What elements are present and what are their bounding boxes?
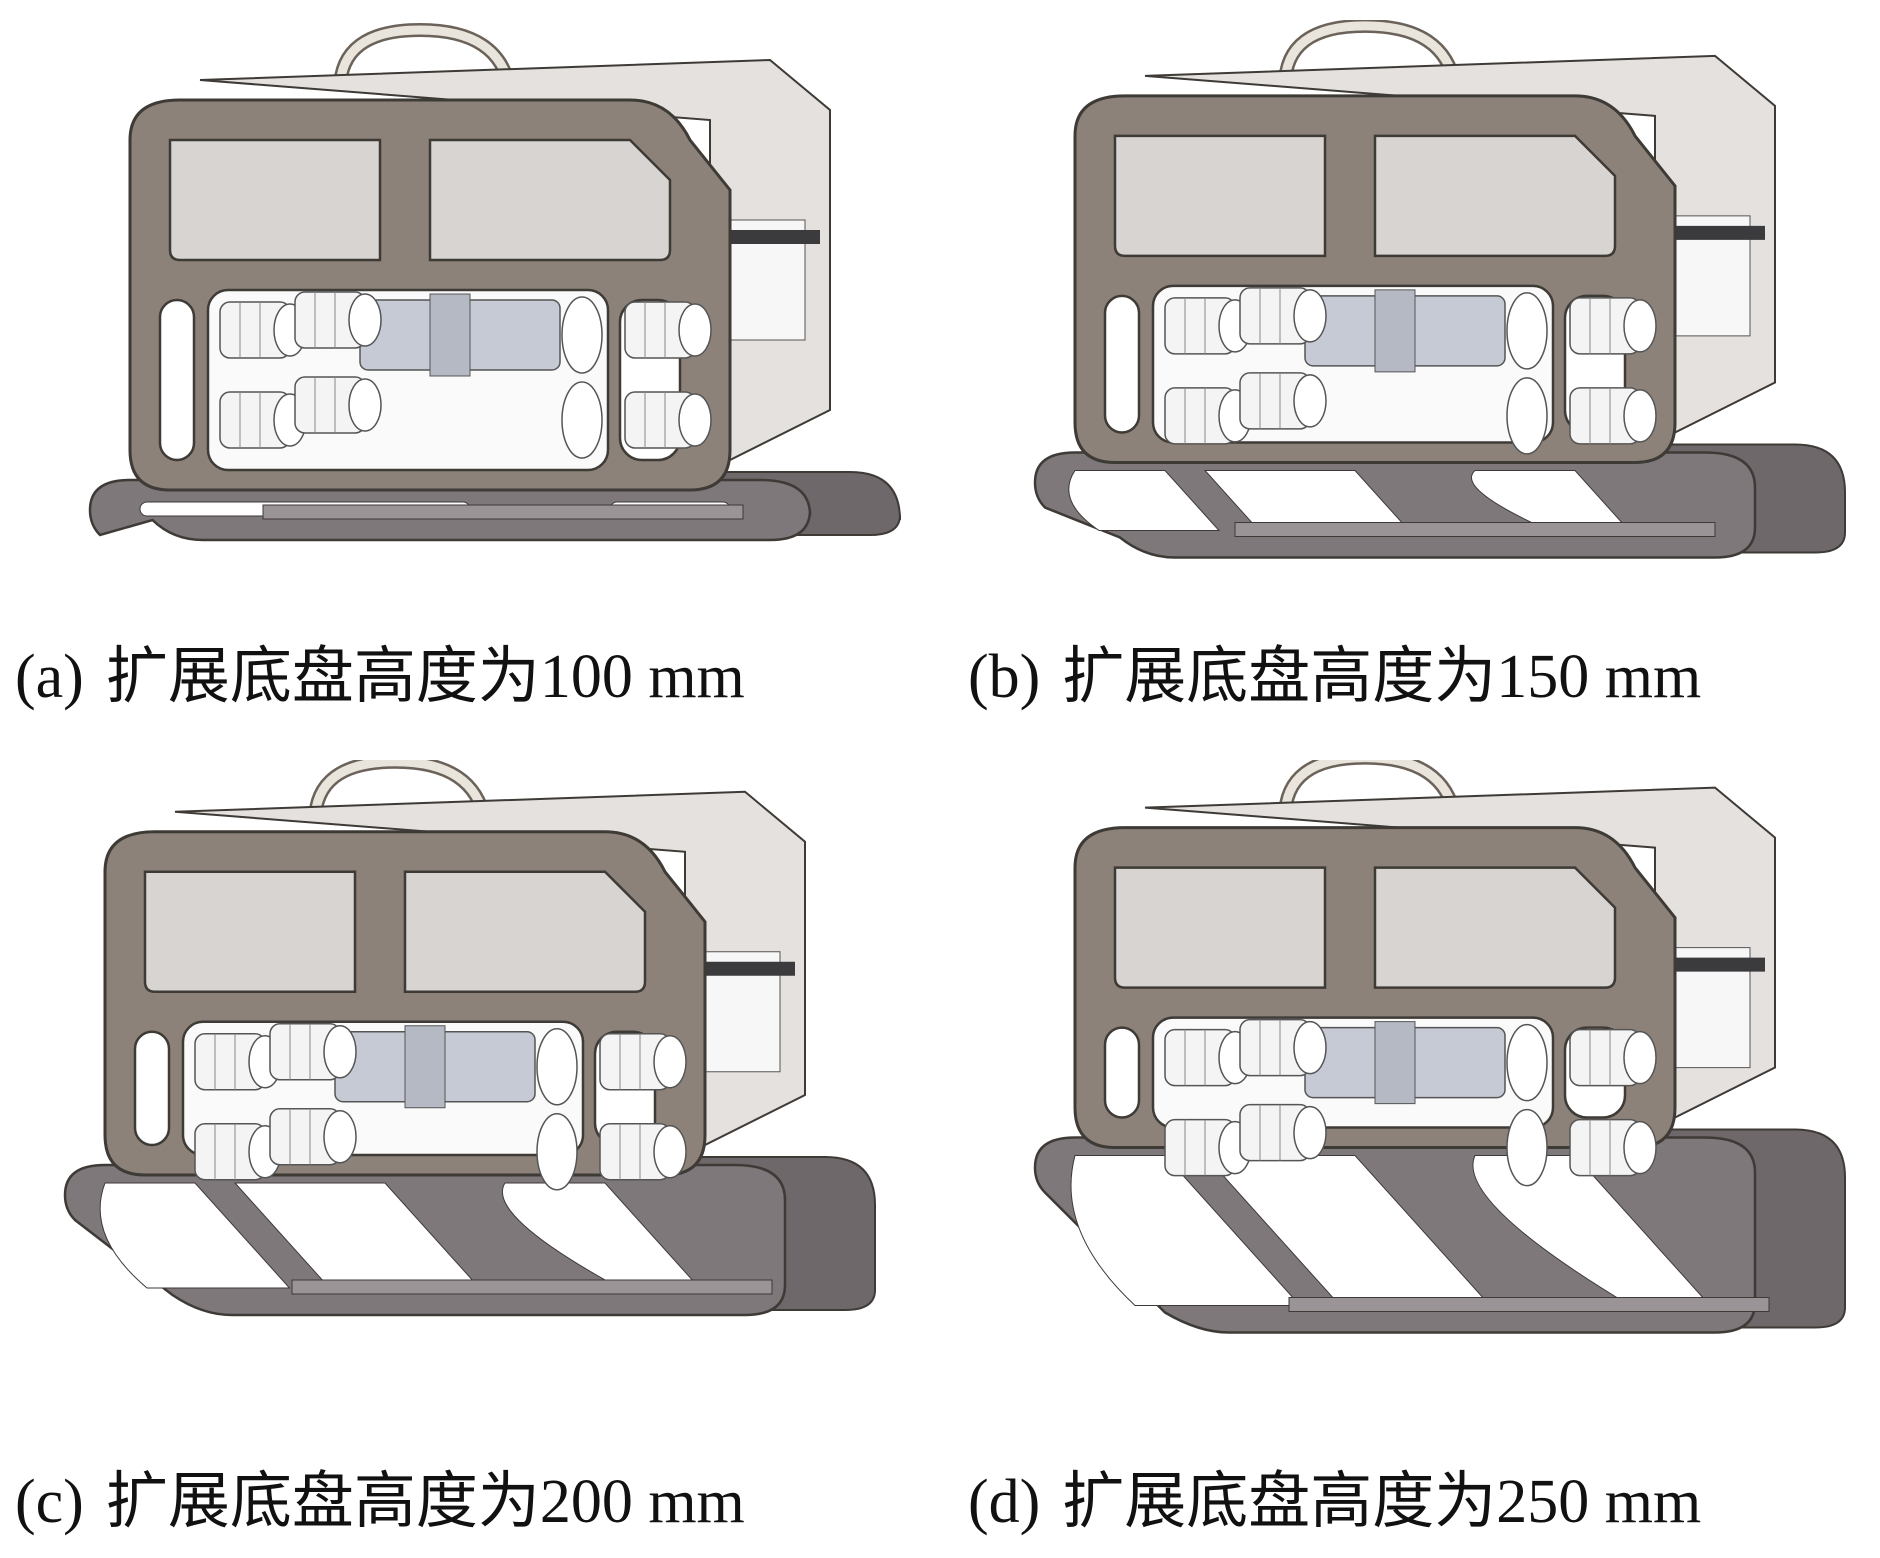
handle [1278, 760, 1462, 820]
rov-render-b [1015, 20, 1880, 630]
upper-window-left [1113, 866, 1327, 989]
rov-render-d [1015, 760, 1880, 1370]
skid-cutout [1070, 1155, 1302, 1306]
upper-window-right [403, 870, 647, 993]
expansion-skid [63, 1156, 876, 1317]
vertical-thruster-icon [1506, 377, 1548, 455]
expansion-skid [1033, 443, 1846, 559]
vertical-thruster-icon [536, 1028, 578, 1106]
thruster-icon [294, 376, 382, 434]
thruster-icon [269, 1023, 357, 1081]
thruster-icon [1239, 1103, 1327, 1162]
thruster-icon [194, 1123, 282, 1181]
handle [333, 22, 517, 92]
thruster-icon [1164, 297, 1252, 355]
thruster-icon [624, 301, 712, 359]
thruster-icon [1164, 1118, 1252, 1177]
side-housing [199, 58, 831, 472]
caption-label: (b) [968, 643, 1041, 711]
thruster-icon [599, 1123, 687, 1181]
thruster-icon [1569, 387, 1657, 445]
caption-label: (d) [968, 1468, 1041, 1536]
electronics-cylinder [334, 1025, 536, 1109]
thruster-icon [599, 1033, 687, 1091]
thruster-icon [1569, 1028, 1657, 1087]
caption-text: 扩展底盘高度为100 mm [105, 643, 745, 711]
upper-window-right [1373, 866, 1617, 989]
vertical-thruster-icon [1506, 1108, 1548, 1187]
handle [308, 760, 492, 824]
thruster-icon [1239, 372, 1327, 430]
thruster-icon [194, 1033, 282, 1091]
electronics-cylinder [359, 293, 561, 377]
side-window-left [1103, 1026, 1141, 1119]
thruster-icon [1164, 1028, 1252, 1087]
vertical-thruster-icon [561, 381, 603, 459]
side-window-left [133, 1030, 171, 1147]
vertical-thruster-icon [1506, 1023, 1548, 1102]
thruster-icon [1239, 287, 1327, 345]
skid-cutout [99, 1182, 291, 1289]
side-window-left [158, 298, 196, 462]
electronics-cylinder [1304, 289, 1506, 373]
thruster-icon [219, 301, 307, 359]
side-housing [174, 790, 806, 1157]
caption-d: (d) 扩展底盘高度为250 mm [968, 1450, 1723, 1540]
rov-render-c [45, 760, 945, 1370]
side-housing [1144, 54, 1776, 445]
thruster-icon [269, 1108, 357, 1166]
handle [1278, 20, 1462, 88]
caption-label: (a) [15, 643, 84, 711]
vertical-thruster-icon [561, 296, 603, 374]
caption-label: (c) [15, 1468, 84, 1536]
upper-window-left [168, 138, 382, 262]
thruster-icon [624, 391, 712, 449]
thruster-icon [219, 391, 307, 449]
thruster-icon [1569, 297, 1657, 355]
upper-window-right [1373, 134, 1617, 258]
upper-window-right [428, 138, 672, 262]
electronics-cylinder [1304, 1021, 1506, 1105]
caption-b: (b) 扩展底盘高度为150 mm [968, 625, 1723, 715]
upper-window-left [1113, 134, 1327, 258]
expansion-skid [1033, 1128, 1846, 1334]
rov-render-a [70, 20, 970, 630]
side-housing [1144, 786, 1776, 1130]
thruster-icon [294, 291, 382, 349]
vertical-thruster-icon [1506, 292, 1548, 370]
upper-window-left [143, 870, 357, 993]
caption-a: (a) 扩展底盘高度为100 mm [15, 625, 767, 715]
side-window-left [1103, 294, 1141, 434]
caption-text: 扩展底盘高度为200 mm [105, 1468, 745, 1536]
thruster-icon [1569, 1118, 1657, 1177]
thruster-icon [1164, 387, 1252, 445]
skid-cutout [1068, 470, 1221, 531]
caption-c: (c) 扩展底盘高度为200 mm [15, 1450, 767, 1540]
caption-text: 扩展底盘高度为250 mm [1062, 1468, 1702, 1536]
thruster-icon [1239, 1018, 1327, 1077]
caption-text: 扩展底盘高度为150 mm [1062, 643, 1702, 711]
vertical-thruster-icon [536, 1113, 578, 1191]
